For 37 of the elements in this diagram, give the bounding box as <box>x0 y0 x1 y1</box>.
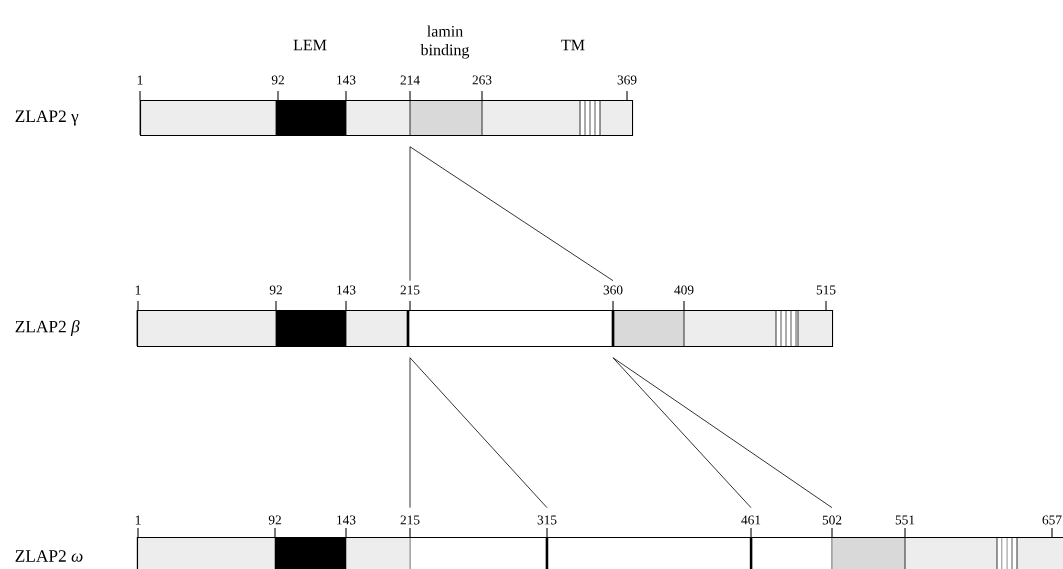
position-tick: 92 <box>268 515 281 538</box>
expansion-line <box>409 146 614 282</box>
protein-bar <box>136 309 834 348</box>
domain-label: lamin binding <box>420 25 470 59</box>
isoform-label: ZLAP2 β <box>15 320 80 336</box>
position-tick: 92 <box>269 285 282 311</box>
expansion-line <box>409 357 411 509</box>
position-tick: 1 <box>135 515 141 538</box>
expansion-line <box>409 357 548 509</box>
position-tick: 461 <box>741 515 761 538</box>
expansion-line <box>612 357 752 509</box>
position-tick: 657 <box>1042 515 1062 538</box>
isoform-label: ZLAP2 ω <box>15 550 83 562</box>
protein-bar <box>136 536 1063 569</box>
position-tick: 143 <box>337 515 356 538</box>
position-tick: 369 <box>617 75 637 101</box>
position-tick: 1 <box>137 75 143 101</box>
position-tick: 409 <box>674 285 694 311</box>
position-tick: 143 <box>337 75 356 101</box>
position-tick: 1 <box>135 285 141 311</box>
position-tick: 551 <box>895 515 915 538</box>
position-tick: 92 <box>271 75 284 101</box>
position-tick: 215 <box>400 285 420 311</box>
isoform-label: ZLAP2 γ <box>15 110 79 126</box>
domain-label: TM <box>561 39 585 51</box>
domain-label: LEM <box>293 39 327 51</box>
expansion-line <box>612 357 833 509</box>
position-tick: 515 <box>816 285 836 311</box>
expansion-line <box>409 146 411 282</box>
position-tick: 502 <box>822 515 842 538</box>
protein-bar <box>139 99 634 137</box>
position-tick: 263 <box>472 75 492 101</box>
position-tick: 143 <box>337 285 356 311</box>
position-tick: 315 <box>537 515 557 538</box>
position-tick: 214 <box>400 75 420 101</box>
position-tick: 215 <box>400 515 420 538</box>
position-tick: 360 <box>603 285 623 311</box>
